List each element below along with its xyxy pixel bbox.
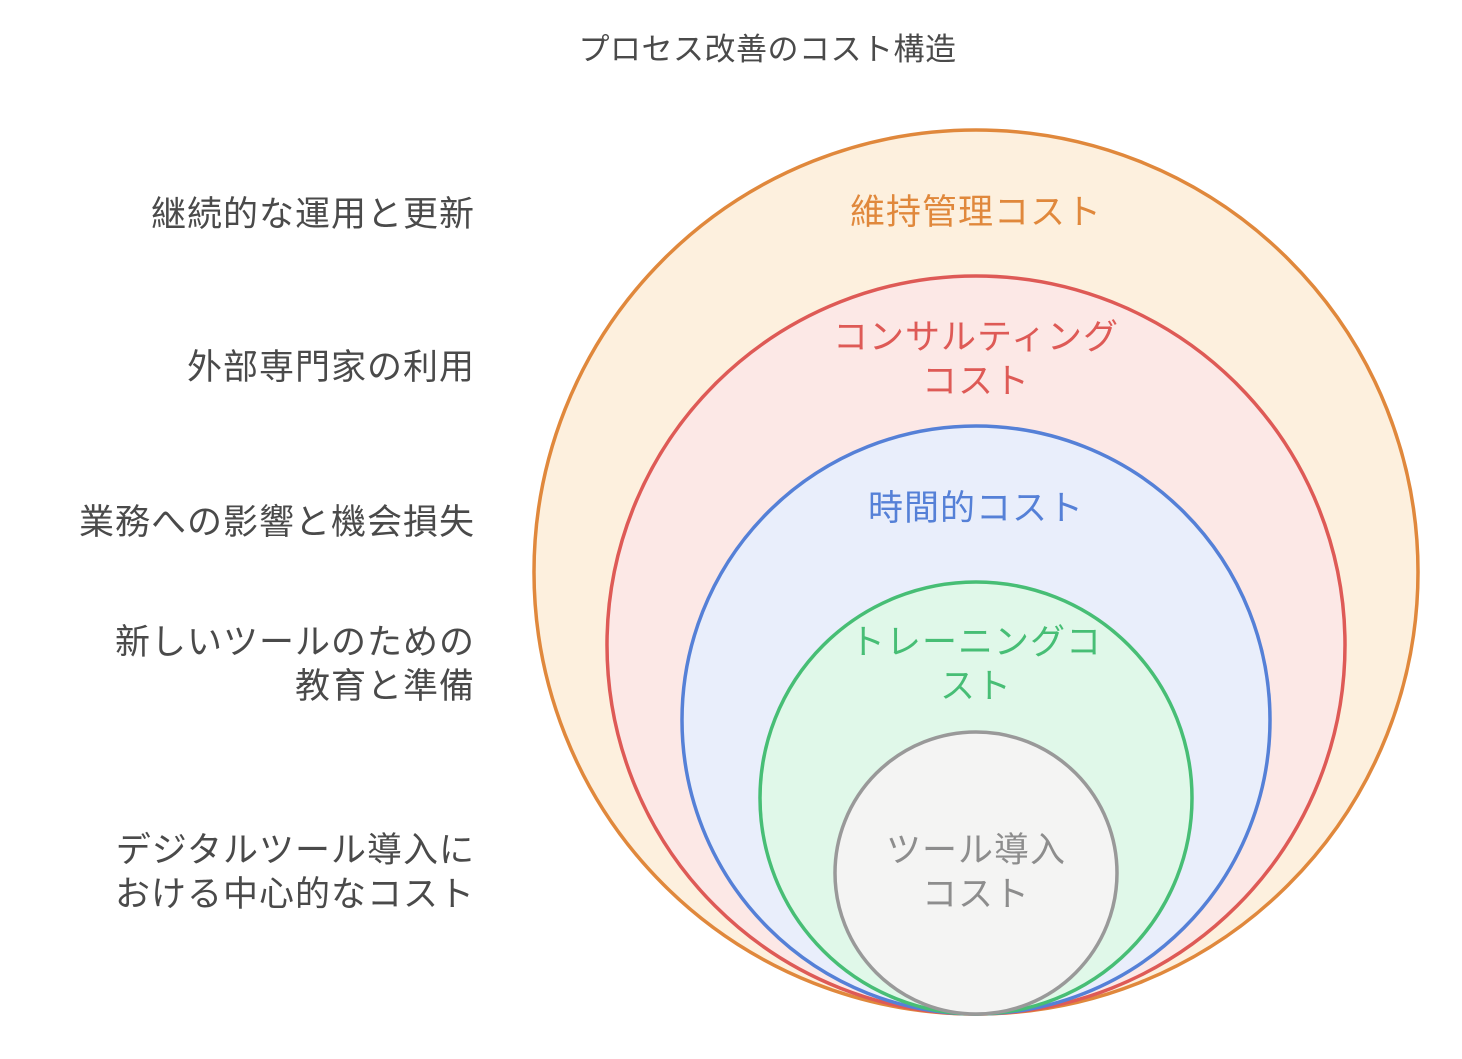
ring-label-line: トレーニングコ	[849, 623, 1102, 662]
ring-label-line: コスト	[921, 875, 1030, 914]
ring-label-training: トレーニングコ スト	[676, 621, 1276, 709]
annotation-line: 継続的な運用と更新	[150, 195, 475, 234]
annotation-line: 新しいツールのための	[114, 623, 475, 662]
annotation-line: 教育と準備	[294, 667, 475, 706]
ring-label-line: ツール導入	[885, 831, 1066, 870]
ring-tool-adoption-circle	[833, 730, 1119, 1016]
annotation-time: 業務への影響と機会損失	[79, 501, 475, 545]
annotation-line: 外部専門家の利用	[186, 348, 475, 387]
annotation-line: デジタルツール導入に	[115, 831, 475, 870]
annotation-maintenance: 継続的な運用と更新	[151, 193, 475, 237]
annotation-tool-adoption: デジタルツール導入に おける中心的なコスト	[115, 829, 475, 917]
ring-label-line: 時間的コスト	[867, 489, 1084, 528]
ring-label-consulting: コンサルティング コスト	[676, 316, 1276, 404]
ring-label-line: コンサルティング	[833, 318, 1119, 357]
annotation-line: 業務への影響と機会損失	[78, 503, 475, 542]
ring-label-line: スト	[939, 667, 1012, 706]
diagram-title: プロセス改善のコスト構造	[578, 32, 957, 67]
ring-label-tool-adoption: ツール導入 コスト	[676, 829, 1276, 917]
ring-label-maintenance: 維持管理コスト	[676, 191, 1276, 235]
ring-label-time: 時間的コスト	[676, 487, 1276, 531]
ring-label-line: コスト	[921, 362, 1030, 401]
ring-label-line: 維持管理コスト	[849, 193, 1102, 232]
annotation-consulting: 外部専門家の利用	[187, 346, 475, 390]
annotation-line: おける中心的なコスト	[114, 875, 475, 914]
annotation-training: 新しいツールのための 教育と準備	[115, 621, 475, 709]
